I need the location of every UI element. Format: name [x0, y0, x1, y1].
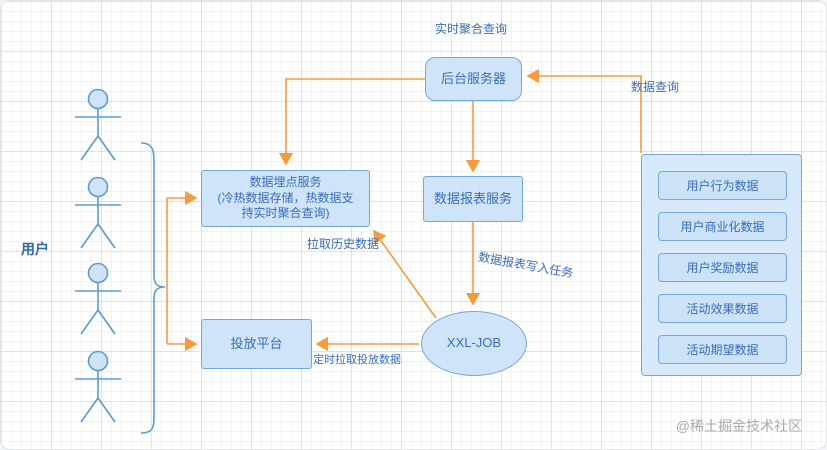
node-report-service: 数据报表服务 [423, 176, 523, 222]
label-data-query: 数据查询 [631, 80, 680, 94]
store-item-activity-effect: 活动效果数据 [658, 294, 787, 323]
stick-figure-1 [74, 88, 122, 161]
stick-figure-4 [74, 350, 122, 423]
label-realtime-aggregate-query: 实时聚合查询 [434, 22, 507, 36]
node-delivery-platform: 投放平台 [201, 319, 312, 369]
node-tracking-service: 数据埋点服务 (冷热数据存储，热数据支 持实时聚合查询) [201, 170, 370, 227]
stick-figure-2 [74, 176, 122, 249]
store-item-user-behavior: 用户行为数据 [658, 171, 787, 200]
label-users: 用户 [21, 241, 49, 257]
label-scheduled-pull-delivery-data: 定时拉取投放数据 [313, 354, 401, 366]
arrow-xxljob-to-tracking [373, 229, 437, 319]
store-item-user-commercial: 用户商业化数据 [658, 212, 787, 241]
watermark-juejin: @稀土掘金技术社区 [675, 418, 802, 434]
users-group-brace [140, 142, 166, 434]
store-item-user-reward: 用户奖励数据 [658, 253, 787, 282]
stick-figure-3 [74, 262, 122, 335]
arrow-store-to-backend [526, 68, 642, 153]
node-xxl-job: XXL-JOB [421, 311, 527, 376]
arrow-backend-to-tracking [278, 78, 425, 166]
store-item-activity-expectation: 活动期望数据 [658, 335, 787, 364]
data-store-container: 用户行为数据 用户商业化数据 用户奖励数据 活动效果数据 活动期望数据 [641, 154, 802, 376]
label-pull-history-data: 拉取历史数据 [307, 237, 380, 251]
node-backend-server: 后台服务器 [425, 57, 522, 101]
